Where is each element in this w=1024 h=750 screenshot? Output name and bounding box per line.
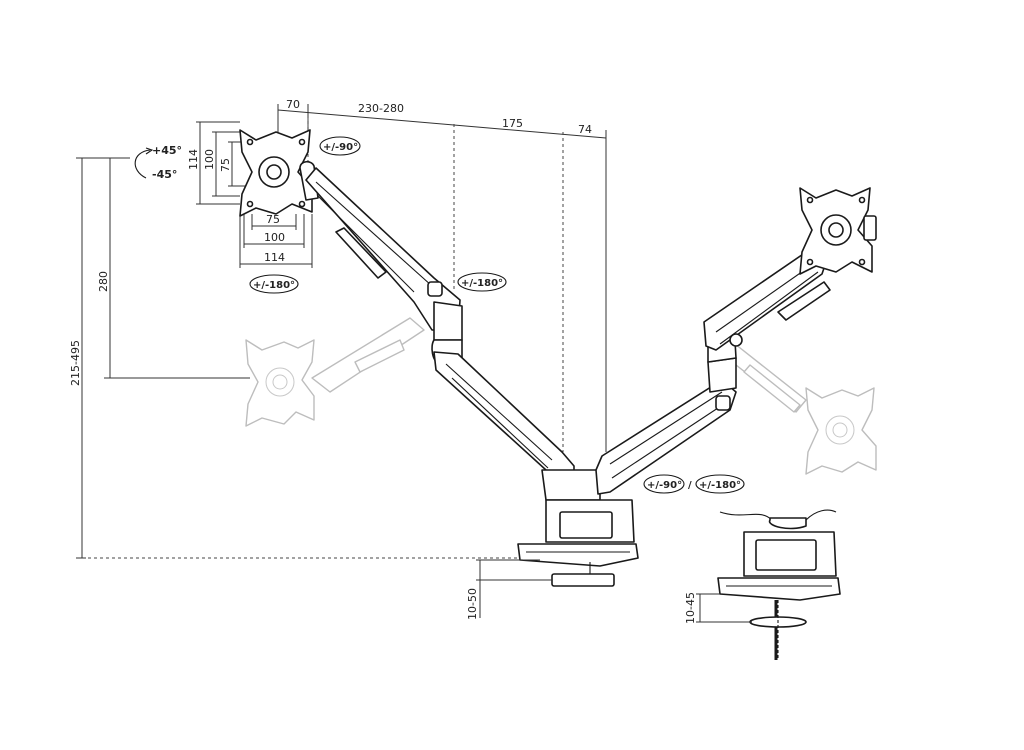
dim-74: 74 — [578, 123, 592, 136]
rotation-badge-90-bottom: +/-90° — [643, 474, 685, 494]
tilt-indicator — [134, 147, 154, 179]
top-dimension-lines — [277, 104, 607, 452]
ghost-left-vesa-plate — [245, 339, 315, 427]
pole-hub — [541, 469, 601, 501]
dim-vesa-75-h: 75 — [266, 213, 280, 226]
dim-vesa-114-v: 114 — [187, 149, 200, 170]
rotation-badge-90-top: +/-90° — [319, 136, 361, 156]
svg-text:+/-90°: +/-90° — [647, 480, 682, 491]
dim-vesa-114-h: 114 — [264, 251, 285, 264]
dim-vesa-100-h: 100 — [264, 231, 285, 244]
tilt-up-label: +45° — [152, 144, 182, 157]
svg-text:+/-180°: +/-180° — [461, 278, 503, 289]
vesa-dimension-lines — [196, 121, 313, 268]
main-clamp-base — [517, 499, 639, 587]
tilt-down-label: -45° — [152, 168, 177, 181]
svg-text:+/-180°: +/-180° — [699, 480, 741, 491]
rotation-badge-180-bottom: +/-180° — [695, 474, 745, 494]
height-dimension-lines — [76, 157, 524, 559]
rotation-badge-180-left: +/-180° — [249, 274, 299, 294]
grommet-dimension-lines — [696, 593, 752, 623]
ghost-right-vesa-plate — [805, 387, 877, 475]
dim-10-50: 10-50 — [466, 588, 479, 620]
svg-text:+/-90°: +/-90° — [323, 142, 358, 153]
left-arm — [239, 129, 575, 495]
dim-230-280: 230-280 — [358, 102, 404, 115]
dim-vesa-75-v: 75 — [219, 158, 232, 172]
dim-vesa-100-v: 100 — [203, 149, 216, 170]
right-vesa-plate — [799, 187, 877, 275]
grommet-mount-option — [717, 509, 841, 660]
clamp-dimension-lines — [476, 559, 552, 618]
dim-10-45: 10-45 — [684, 592, 697, 624]
svg-text:+/-180°: +/-180° — [253, 280, 295, 291]
ghost-left-arm — [245, 317, 425, 427]
dim-280: 280 — [97, 271, 110, 292]
dim-175: 175 — [502, 117, 523, 130]
dim-215-495: 215-495 — [69, 340, 82, 386]
ghost-right-arm — [721, 339, 877, 475]
badge-separator: / — [688, 480, 692, 491]
left-vesa-plate — [239, 129, 313, 217]
rotation-badge-180-mid: +/-180° — [457, 272, 507, 292]
right-arm — [595, 187, 877, 495]
dim-70: 70 — [286, 98, 300, 111]
